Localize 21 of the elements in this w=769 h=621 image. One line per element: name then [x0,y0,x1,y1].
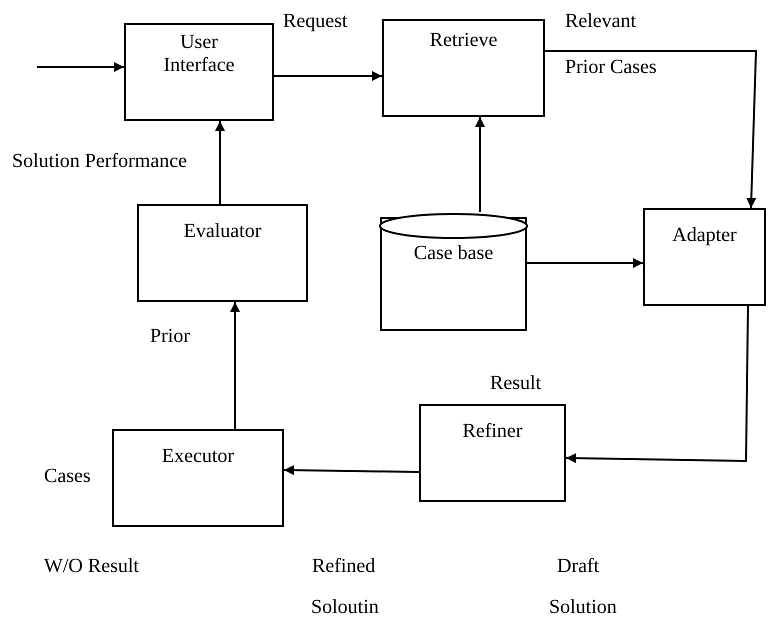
arrow [566,306,749,464]
arrow [230,302,240,429]
arrow [274,71,382,81]
arrow [284,465,420,476]
process-box [643,208,766,306]
process-box [419,404,566,502]
node-label: Evaluator [182,220,262,243]
process-box [137,204,308,302]
node-label: Executor [160,445,236,468]
arrow [545,50,758,208]
node-label: Adapter [671,224,738,247]
arrow [527,258,643,268]
process-box [112,429,284,527]
arrow [37,62,124,72]
node-label: Retrieve [428,29,498,52]
process-box [382,19,545,117]
node-label: Case base [412,242,494,265]
arrow [215,121,225,204]
node-label: User Interface [162,31,236,77]
process-box [124,23,274,121]
node-label: Refiner [462,420,524,443]
